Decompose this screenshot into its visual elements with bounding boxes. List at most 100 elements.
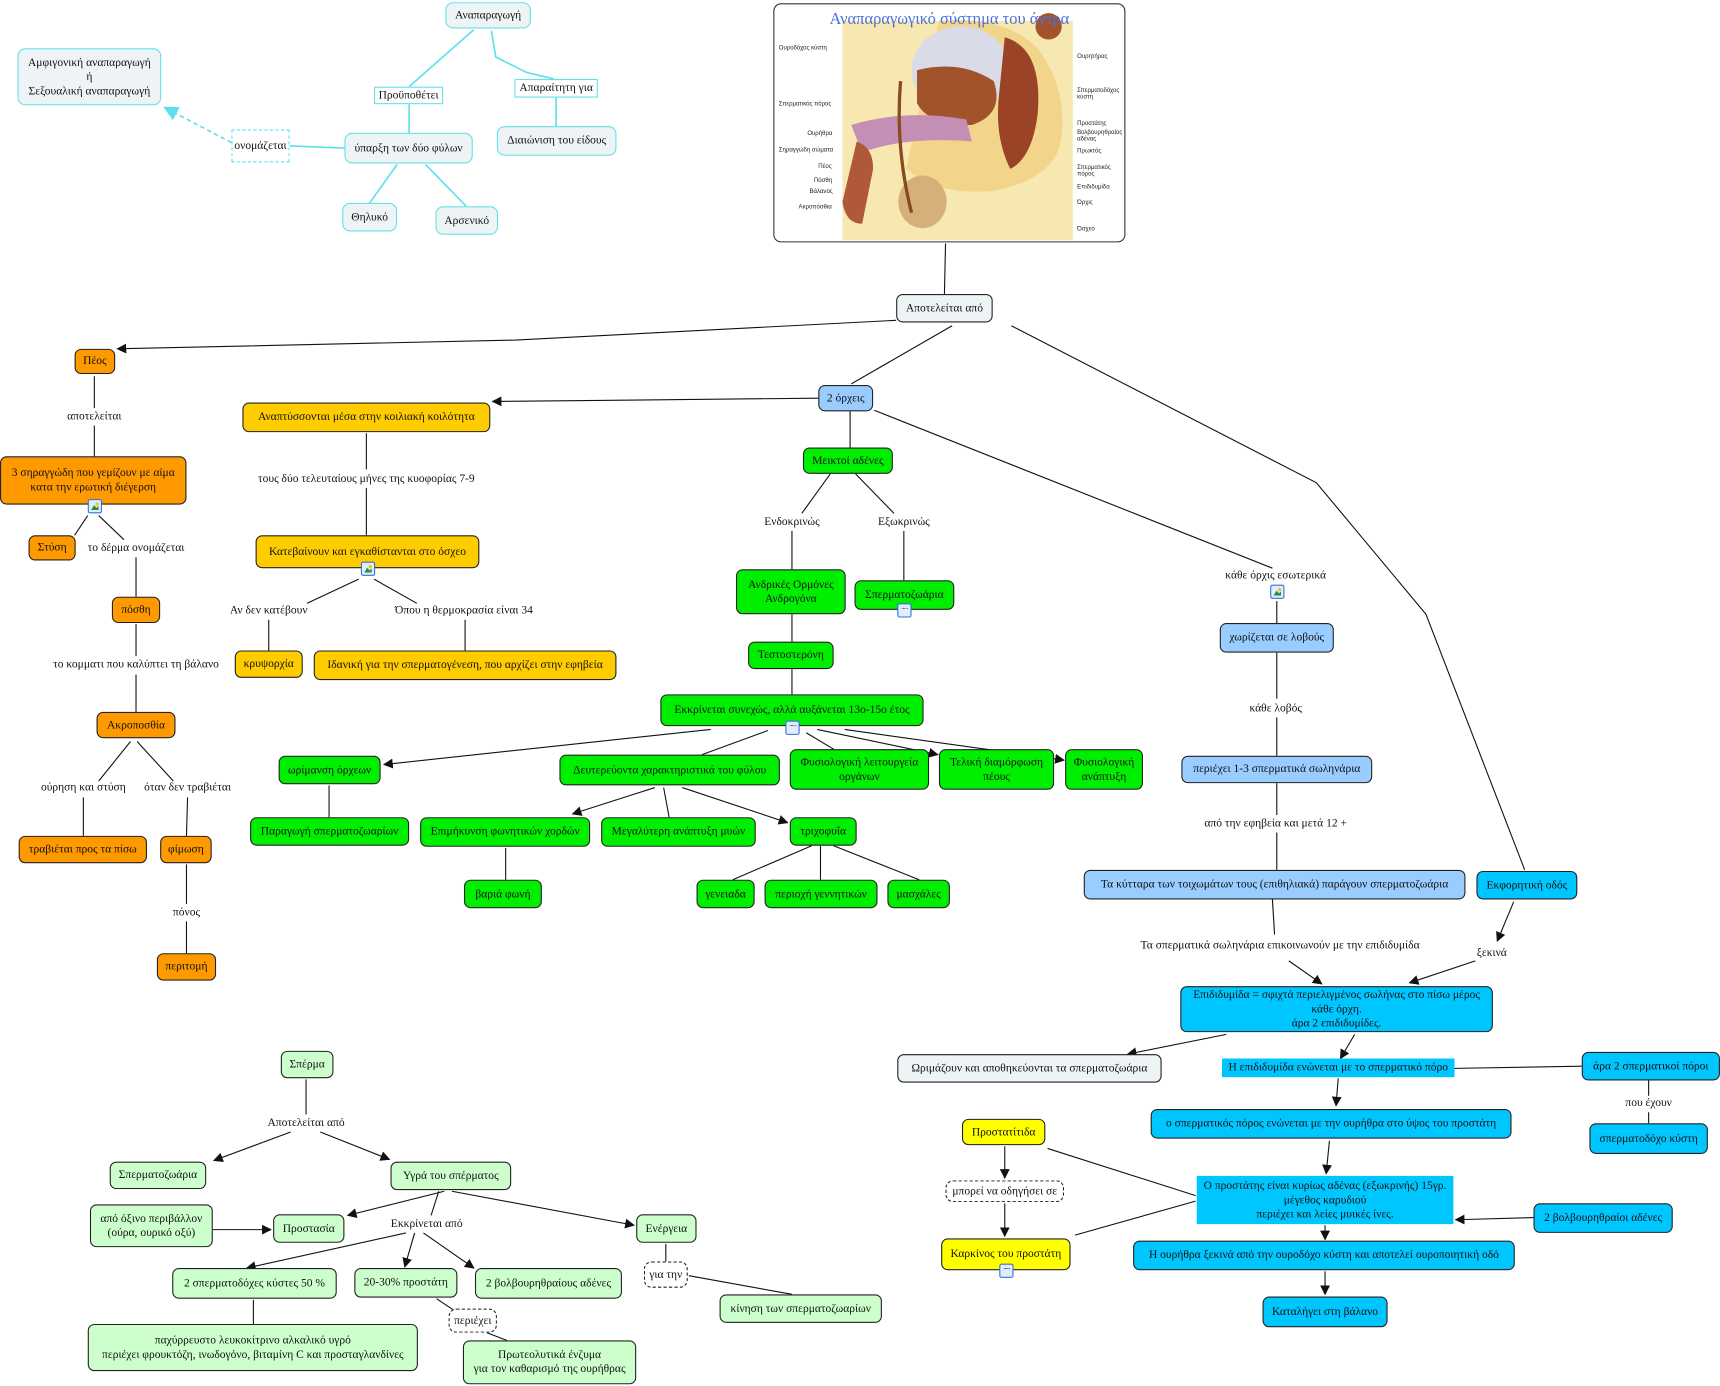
node-thilyko[interactable]: Θηλυκό bbox=[342, 202, 398, 232]
node-energeia[interactable]: Ενέργεια bbox=[636, 1214, 697, 1243]
node-periochi[interactable]: περιοχή γεννητικών bbox=[764, 879, 878, 909]
node-akroposthia[interactable]: Ακροποσθία bbox=[96, 711, 176, 739]
node-epimikynsi[interactable]: Επιμήκυνση φωνητικών χορδών bbox=[420, 817, 591, 847]
label-urinary-bladder: Ουροδόχος κύστη bbox=[778, 44, 827, 52]
link-label-apo-efiveia: από την εφηβεία και μετά 12 + bbox=[1202, 817, 1350, 830]
label-penis: Πέος bbox=[818, 163, 832, 171]
node-ourithra[interactable]: Η ουρήθρα ξεκινά από την ουροδόχο κύστη … bbox=[1133, 1240, 1515, 1271]
node-xorizetai[interactable]: χωρίζεται σε λοβούς bbox=[1219, 623, 1334, 653]
node-meiktoi[interactable]: Μεικτοί αδένες bbox=[802, 447, 893, 474]
label-seminal-vesicle: Σπερματοδόχος κύστη bbox=[1077, 87, 1120, 101]
node-prostasia[interactable]: Προστασία bbox=[273, 1214, 345, 1243]
node-prostati2030[interactable]: 20-30% προστάτη bbox=[354, 1268, 458, 1298]
attached-image-icon[interactable] bbox=[1270, 584, 1285, 599]
connector-line bbox=[212, 1131, 291, 1163]
node-kystes50[interactable]: 2 σπερματοδόχες κύστες 50 % bbox=[172, 1268, 337, 1299]
node-paragogi[interactable]: Παραγωγή σπερματοζωαρίων bbox=[250, 817, 410, 846]
node-fimosi[interactable]: φίμωση bbox=[160, 835, 212, 864]
link-label-exokrinos: Εξωκρινώς bbox=[875, 516, 932, 529]
node-prostatis[interactable]: Ο προστάτης είναι κυρίως αδένας (εξωκριν… bbox=[1196, 1175, 1454, 1225]
node-posthi[interactable]: πόσθη bbox=[111, 596, 161, 624]
node-orxeis[interactable]: 2 όρχεις bbox=[818, 385, 874, 412]
node-stysi[interactable]: Στύση bbox=[28, 535, 76, 561]
node-onomazetai[interactable]: ονομάζεται bbox=[231, 129, 290, 163]
node-teliki[interactable]: Τελική διαμόρφωση πέους bbox=[938, 749, 1055, 790]
link-label-ponos: πόνος bbox=[170, 906, 203, 919]
node-periexei[interactable]: περιέχει bbox=[448, 1308, 497, 1333]
connector-line bbox=[320, 1131, 391, 1161]
node-mporei[interactable]: μπορεί να οδηγήσει σε bbox=[945, 1180, 1064, 1203]
attached-document-icon[interactable] bbox=[785, 720, 800, 735]
node-spermatozoaria-p[interactable]: Σπερματοζωάρια bbox=[109, 1161, 207, 1190]
node-testosteroni[interactable]: Τεστοστερόνη bbox=[748, 641, 834, 670]
node-amfigoniki[interactable]: Αμφιγονική αναπαραγωγή ή Σεξουαλική αναπ… bbox=[17, 48, 162, 106]
node-paxyrreusto[interactable]: παχύρρευστο λευκοκίτρινο αλκαλικό υγρό π… bbox=[87, 1323, 418, 1372]
node-travietai[interactable]: τραβιέται προς τα πίσω bbox=[18, 835, 147, 864]
node-siraggodi[interactable]: 3 σηραγγώδη που γεμίζουν με αίμα κατα τη… bbox=[0, 456, 187, 505]
attached-image-icon[interactable] bbox=[87, 499, 103, 514]
node-orimazoun[interactable]: Ωριμάζουν και αποθηκεύονται τα σπερματοζ… bbox=[897, 1054, 1162, 1083]
node-kataligei[interactable]: Καταλήγει στη βάλανο bbox=[1262, 1296, 1388, 1328]
node-proypothetei[interactable]: Προϋποθέτει bbox=[374, 86, 444, 105]
node-idaniki[interactable]: Ιδανική για την σπερματογένεση, που αρχί… bbox=[313, 650, 617, 681]
node-arseniko[interactable]: Αρσενικό bbox=[435, 206, 498, 235]
node-diaionisi[interactable]: Διαιώνιση του είδους bbox=[496, 126, 617, 156]
connector-line bbox=[1454, 1065, 1582, 1069]
connector-line bbox=[801, 473, 831, 514]
attached-document-icon[interactable] bbox=[897, 603, 912, 618]
node-yparxi[interactable]: ύπαρξη των δύο φύλων bbox=[344, 132, 473, 164]
node-ekforitiki[interactable]: Εκφορητική οδός bbox=[1476, 870, 1578, 900]
node-apoteleitai[interactable]: Αποτελείται από bbox=[896, 293, 993, 323]
node-kyttara[interactable]: Τα κύτταρα των τοιχωμάτων τους (επιθηλια… bbox=[1083, 869, 1466, 900]
connector-line bbox=[855, 473, 895, 514]
node-sperma[interactable]: Σπέρμα bbox=[280, 1050, 334, 1079]
node-periexei13[interactable]: περιέχει 1-3 σπερματικά σωληνάρια bbox=[1181, 755, 1373, 784]
node-oxino[interactable]: από όξινο περιβάλλον (ούρα, ουρικό οξύ) bbox=[89, 1204, 213, 1248]
connector-line bbox=[425, 163, 467, 207]
node-anaparagogi[interactable]: Αναπαραγωγή bbox=[445, 2, 531, 29]
node-spermatodoxo[interactable]: σπερματοδόχο κύστη bbox=[1589, 1123, 1708, 1154]
node-ekkrinetai[interactable]: Εκκρίνεται συνεχώς, αλλά αυξάνεται 13ο-1… bbox=[660, 694, 924, 727]
node-volvourithraioi[interactable]: 2 βολβουρηθραίοι αδένες bbox=[1533, 1203, 1673, 1233]
node-o-spermatikos[interactable]: ο σπερματικός πόρος ενώνεται με την ουρή… bbox=[1150, 1108, 1512, 1139]
connector-line bbox=[373, 578, 418, 604]
node-epididymida[interactable]: Επιδιδυμίδα = σφιχτά περιελιγμένος σωλήν… bbox=[1180, 986, 1493, 1033]
node-deutereuonta[interactable]: Δευτερεύοντα χαρακτηριστικά του φύλου bbox=[559, 754, 780, 786]
link-label-an-den: Αν δεν κατέβουν bbox=[227, 604, 310, 618]
connector-line bbox=[682, 787, 789, 825]
node-peos[interactable]: Πέος bbox=[74, 348, 116, 375]
anatomy-image[interactable]: Αναπαραγωγικό σύστημα του άντρα Ουροδόχο… bbox=[773, 3, 1126, 243]
node-ygra[interactable]: Υγρά του σπέρματος bbox=[390, 1161, 512, 1191]
node-gia-tin[interactable]: για την bbox=[643, 1261, 688, 1288]
node-orimansi[interactable]: ωρίμανση όρχεων bbox=[278, 755, 381, 785]
node-trixofyia[interactable]: τριχοφυΐα bbox=[789, 817, 857, 846]
node-geneiada[interactable]: γενειαδα bbox=[696, 879, 755, 909]
attached-image-icon[interactable] bbox=[360, 561, 376, 576]
node-krypsorxia[interactable]: κρυψορχία bbox=[234, 650, 303, 678]
node-proteolytika[interactable]: Πρωτεολυτικά ένζυμα για τον καθαρισμό τη… bbox=[462, 1340, 637, 1385]
label-urethra: Ουρήθρα bbox=[807, 130, 833, 138]
node-kinisi[interactable]: κίνηση των σπερματοζωαρίων bbox=[719, 1294, 882, 1323]
node-enonetai[interactable]: Η επιδιδυμίδα ενώνεται με το σπερματικό … bbox=[1221, 1058, 1455, 1078]
node-andrikes[interactable]: Ανδρικές Ορμόνες Ανδρογόνα bbox=[736, 569, 846, 615]
connector-line bbox=[346, 1190, 445, 1218]
node-varia[interactable]: βαριά φωνή bbox=[463, 879, 542, 909]
node-volvourithraious[interactable]: 2 βολβουρηθραίους αδένες bbox=[474, 1268, 622, 1299]
node-anaptyssontai[interactable]: Αναπτύσσονται μέσα στην κοιλιακή κοιλότη… bbox=[242, 402, 491, 433]
node-masxales[interactable]: μασχάλες bbox=[887, 879, 950, 909]
attached-document-icon[interactable] bbox=[999, 1263, 1014, 1278]
node-peritomi[interactable]: περιτομή bbox=[156, 953, 217, 981]
node-aparaitito[interactable]: Απαραίτητη για bbox=[514, 78, 598, 98]
node-fysiologiki-leit[interactable]: Φυσιολογική λειτουργεία οργάνων bbox=[789, 749, 930, 790]
node-fysiologiki-an[interactable]: Φυσιολογική ανάπτυξη bbox=[1065, 749, 1143, 790]
link-label-endokrinos: Ενδοκρινώς bbox=[762, 516, 822, 529]
connector-line bbox=[490, 30, 555, 80]
node-megalyteri[interactable]: Μεγαλύτερη ανάπτυξη μυών bbox=[601, 817, 756, 847]
node-ara2[interactable]: άρα 2 σπερματικοί πόροι bbox=[1581, 1051, 1720, 1081]
link-label-apoteleitai-apo: Αποτελείται από bbox=[265, 1117, 347, 1130]
link-label-pou-exoun: που έχουν bbox=[1623, 1097, 1675, 1110]
node-prostatitida[interactable]: Προστατίτιδα bbox=[961, 1118, 1046, 1146]
label-prostate: Προστάτης bbox=[1077, 120, 1107, 128]
